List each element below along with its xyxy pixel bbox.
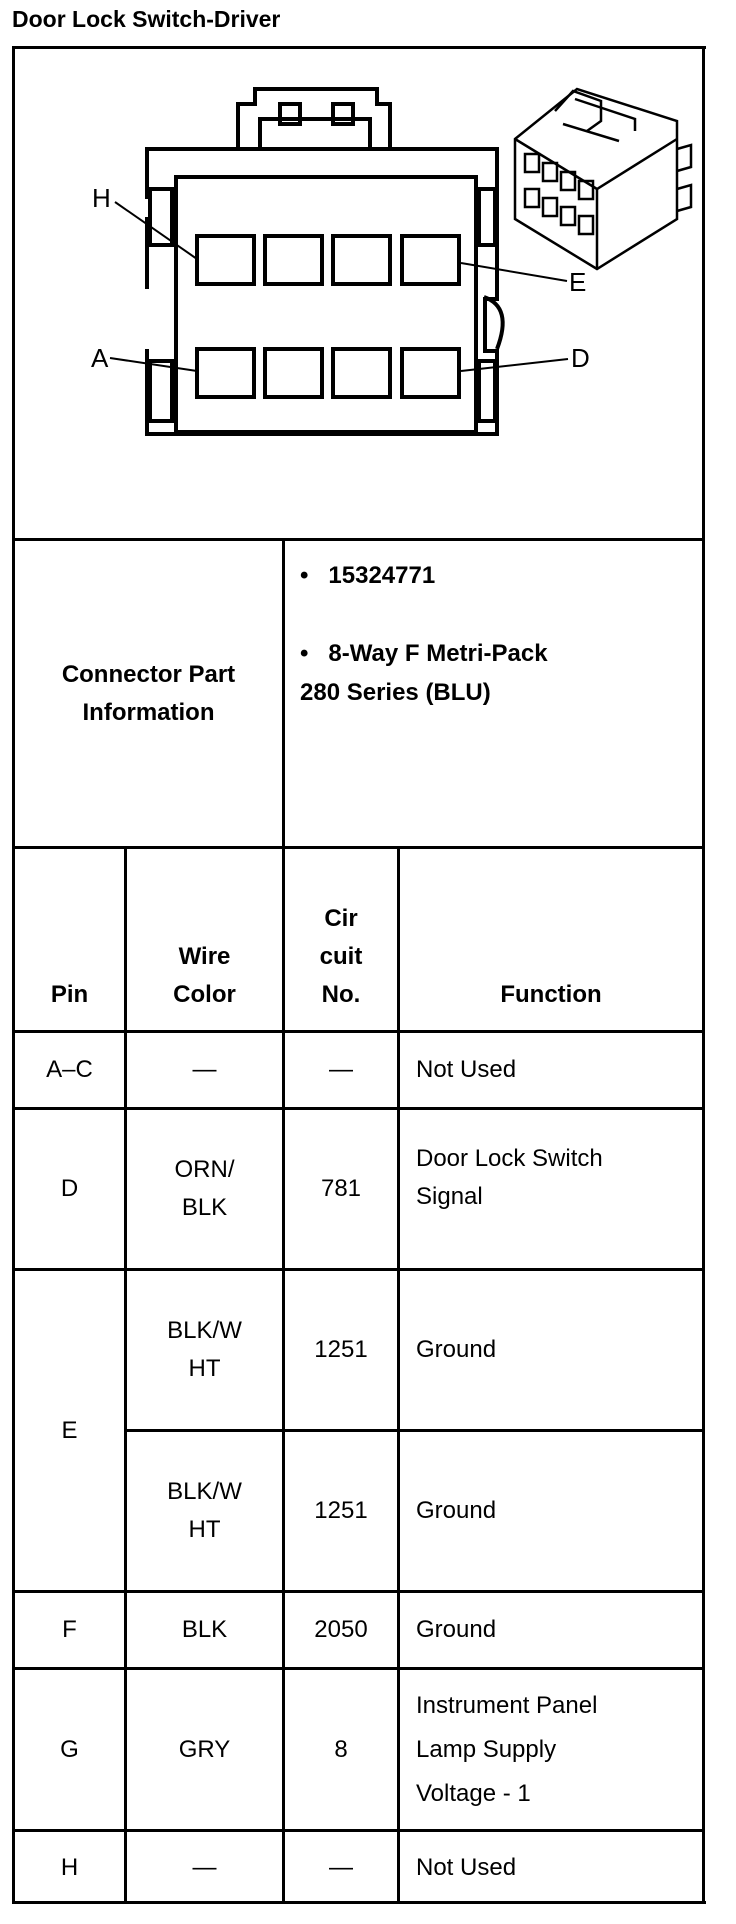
row-1-function: Not Used	[416, 1056, 517, 1083]
row-4-function: Ground	[416, 1497, 497, 1524]
row-7-wire-color: —	[192, 1854, 217, 1881]
rule-row5-bottom	[12, 1667, 705, 1670]
part-number-item: • 15324771	[300, 562, 436, 589]
row-2-function: Door Lock Switch Signal	[416, 1145, 603, 1210]
row-2-pin: D	[60, 1175, 79, 1202]
row-5-wire-color: BLK	[181, 1616, 228, 1643]
col-divider-1	[124, 846, 127, 1904]
header-circuit-no: Cir cuit No.	[319, 905, 363, 1008]
row-6-function: Instrument Panel Lamp Supply Voltage - 1	[416, 1691, 598, 1807]
pin-label-h: H	[92, 183, 111, 213]
rule-diagram-bottom	[12, 538, 705, 541]
header-function: Function	[500, 981, 602, 1008]
description-item: • 8-Way F Metri-Pack	[300, 640, 548, 667]
connector-3d-icon	[513, 87, 693, 271]
row-6-pin: G	[60, 1735, 79, 1763]
row-4-circuit: 1251	[314, 1497, 368, 1524]
row-5-circuit: 2050	[314, 1616, 368, 1643]
rule-row4-bottom	[12, 1590, 705, 1593]
connector-info-list: • 15324771 • 8-Way F Metri-Pack 280 Seri…	[300, 556, 700, 712]
col-divider-2	[282, 846, 285, 1904]
row-3-wire-color: BLK/WHT	[167, 1317, 242, 1382]
row-2-wire-color: ORN/BLK	[174, 1156, 235, 1221]
row-4-wire-color: BLK/WHT	[167, 1478, 242, 1543]
row-6-wire-color: GRY	[178, 1735, 231, 1763]
row-1-wire-color: —	[192, 1056, 217, 1083]
col-divider-3	[397, 846, 400, 1904]
connector-table-frame	[12, 46, 706, 1904]
row-6-circuit: 8	[334, 1735, 348, 1763]
rule-row1-bottom	[12, 1107, 705, 1110]
header-wire-color: Wire Color	[173, 943, 236, 1008]
rule-header-bottom	[12, 1030, 705, 1033]
row-2-circuit: 781	[320, 1175, 362, 1202]
pin-label-a: A	[91, 343, 109, 373]
frame-right-border	[702, 46, 705, 1904]
row-3-function: Ground	[416, 1336, 497, 1363]
row-3-circuit: 1251	[314, 1336, 368, 1363]
row-5-function: Ground	[416, 1616, 497, 1643]
row-5-pin: F	[62, 1616, 77, 1643]
header-pin: Pin	[50, 981, 89, 1008]
rule-row6-bottom	[12, 1829, 705, 1832]
col-info-divider	[282, 538, 285, 846]
row-3-pin: E	[61, 1416, 78, 1444]
row-7-pin: H	[60, 1854, 79, 1881]
pin-label-e: E	[569, 267, 586, 297]
page-title: Door Lock Switch-Driver	[12, 6, 281, 32]
row-1-pin: A–C	[46, 1056, 93, 1083]
rule-row3-bottom	[124, 1429, 705, 1432]
connector-diagram: H E A D	[91, 87, 693, 436]
row-7-function: Not Used	[416, 1854, 517, 1881]
connector-info-label: Connector Part Information	[61, 660, 236, 726]
rule-info-bottom	[12, 846, 705, 849]
rule-row2-bottom	[12, 1268, 705, 1271]
pin-label-d: D	[571, 343, 590, 373]
row-7-circuit: —	[329, 1854, 353, 1881]
row-1-circuit: —	[329, 1056, 353, 1083]
